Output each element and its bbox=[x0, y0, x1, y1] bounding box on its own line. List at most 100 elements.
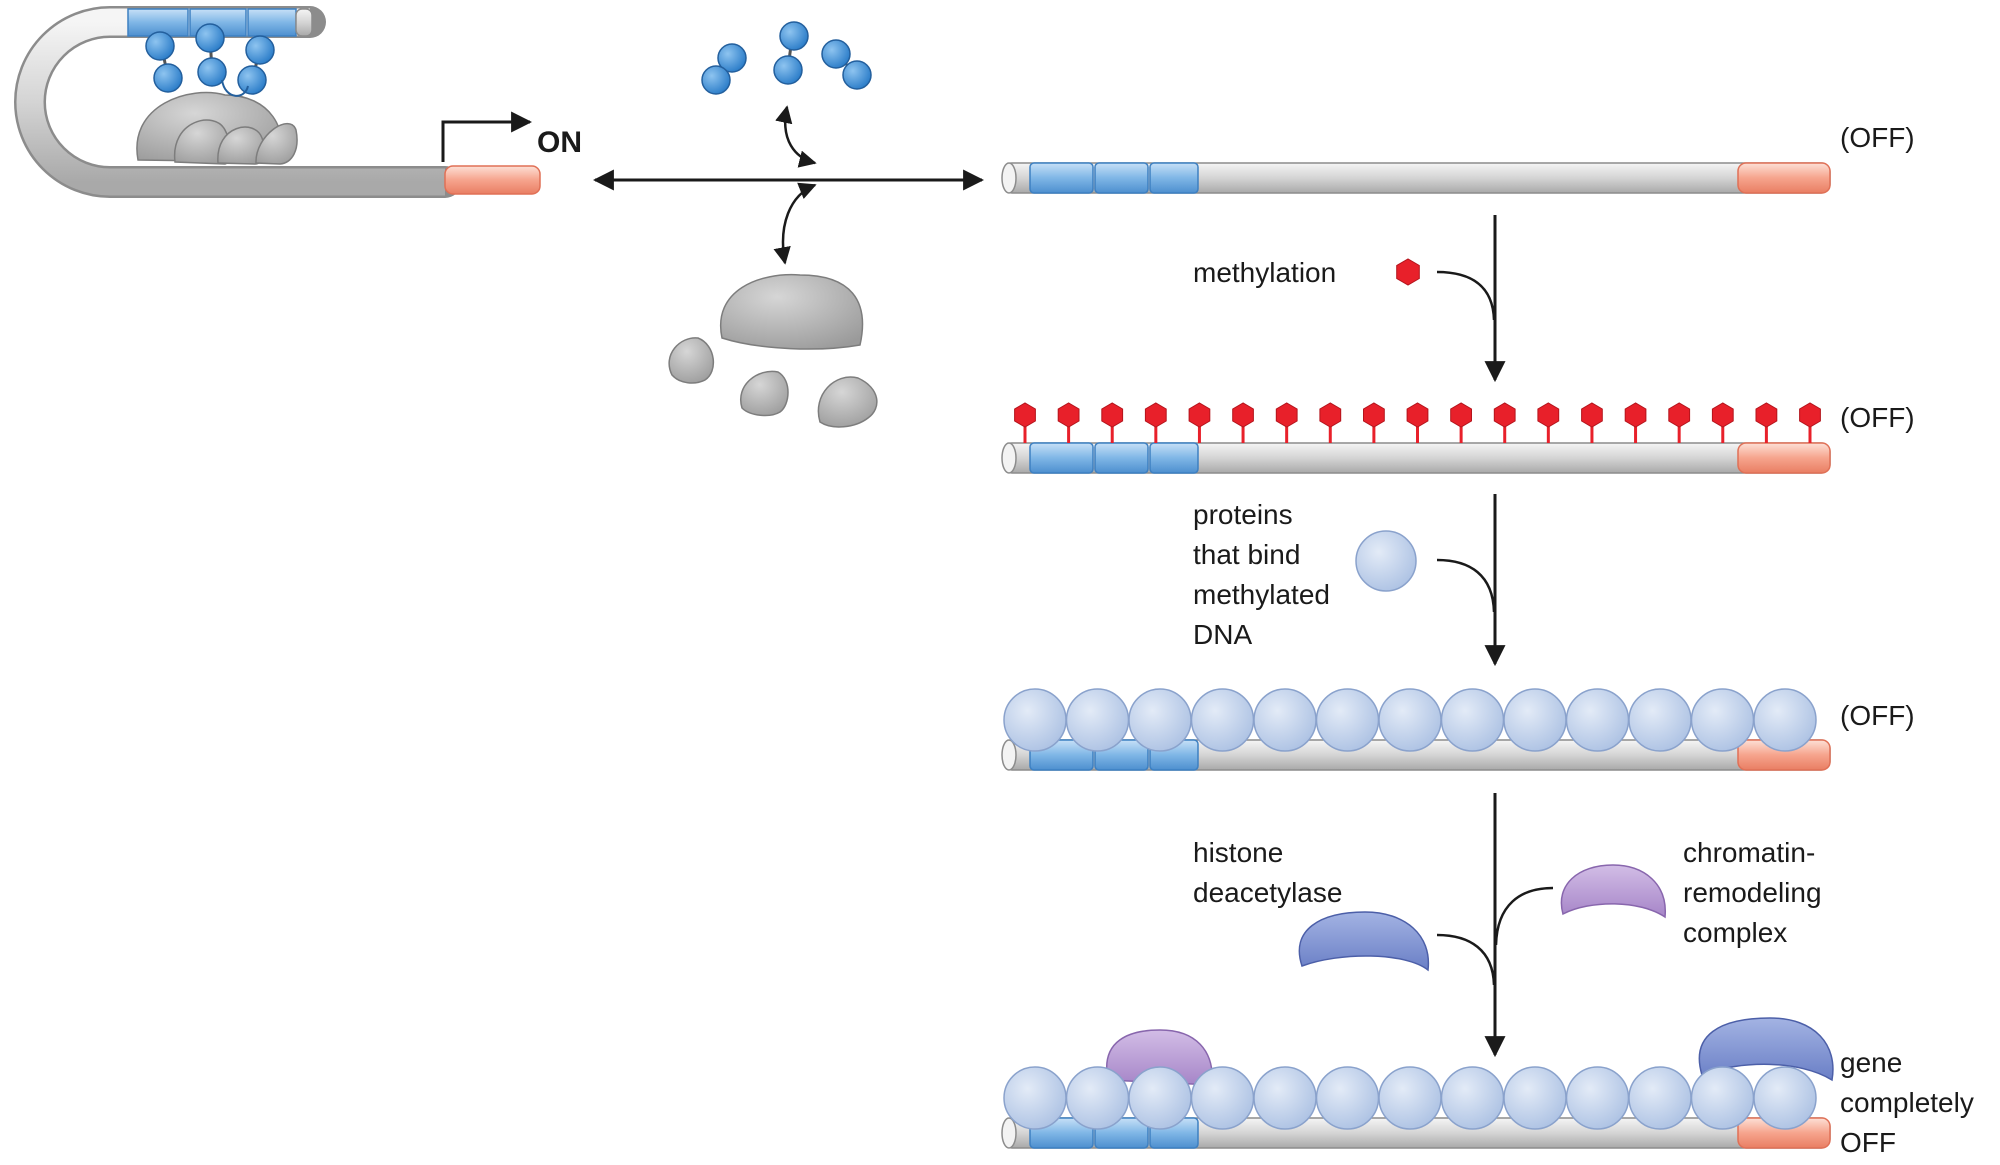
bound-protein bbox=[1378, 688, 1442, 752]
off-label-2: (OFF) bbox=[1840, 402, 1915, 433]
bound-remodeler bbox=[1105, 1029, 1213, 1086]
methyl-group bbox=[1101, 402, 1124, 428]
methyl-group bbox=[1275, 402, 1298, 428]
methyl-group bbox=[1668, 402, 1691, 428]
remodeler-input-curve bbox=[1494, 886, 1554, 946]
bound-protein bbox=[1565, 1066, 1630, 1130]
bound-proteins-final bbox=[1003, 1066, 1817, 1130]
bound-protein bbox=[1190, 1066, 1255, 1130]
bound-protein bbox=[1690, 688, 1755, 752]
free-machinery bbox=[668, 273, 878, 428]
methyl-group bbox=[1799, 402, 1821, 428]
bound-protein bbox=[1690, 1066, 1755, 1130]
final-label-line-2: completely bbox=[1840, 1087, 1974, 1118]
methyl-group bbox=[1319, 402, 1342, 428]
methyl-group bbox=[1581, 402, 1603, 428]
remodeler-label-line-1: chromatin- bbox=[1683, 837, 1815, 868]
promoter-region bbox=[1737, 162, 1831, 194]
bound-protein bbox=[1503, 1066, 1567, 1130]
hdac-icon bbox=[1298, 911, 1430, 972]
methyl-group bbox=[1363, 402, 1385, 428]
enhancer-block bbox=[1029, 162, 1094, 194]
binding-label-line-3: methylated bbox=[1193, 579, 1330, 610]
final-state-label: gene completely OFF bbox=[1840, 1047, 1974, 1158]
promoter-region bbox=[444, 165, 541, 195]
methyl-group bbox=[1624, 402, 1647, 428]
enhancer-block bbox=[1029, 442, 1094, 474]
dna-strand-1 bbox=[1001, 162, 1831, 194]
binding-label-line-2: that bind bbox=[1193, 539, 1300, 570]
methyl-group bbox=[1144, 402, 1167, 428]
bound-proteins bbox=[1003, 688, 1817, 752]
enhancer-block bbox=[1149, 162, 1199, 194]
bound-protein bbox=[1753, 1066, 1817, 1130]
transcription-machinery bbox=[136, 91, 298, 165]
bound-protein bbox=[1190, 688, 1255, 752]
active-gene-complex: ON bbox=[14, 6, 582, 198]
methyl-group bbox=[1014, 402, 1036, 428]
off-label-3: (OFF) bbox=[1840, 700, 1915, 731]
methyl-group bbox=[1450, 402, 1472, 428]
silencing-cascade bbox=[1001, 162, 1834, 1149]
off-label-1: (OFF) bbox=[1840, 122, 1915, 153]
binding-proteins-label: proteins that bind methylated DNA bbox=[1193, 499, 1330, 650]
bound-protein bbox=[1378, 1066, 1442, 1130]
hdac-label-line-2: deacetylase bbox=[1193, 877, 1342, 908]
bound-protein bbox=[1503, 688, 1567, 752]
bound-protein bbox=[1253, 1066, 1317, 1130]
equilibrium bbox=[592, 21, 985, 428]
bound-protein bbox=[1003, 688, 1067, 752]
bound-protein bbox=[1128, 688, 1192, 752]
methylation-label: methylation bbox=[1193, 257, 1336, 288]
bound-protein bbox=[1440, 1066, 1505, 1130]
machinery-exchange-arrow bbox=[773, 182, 817, 265]
hdac-input-curve bbox=[1436, 933, 1496, 986]
activator-exchange-arrow bbox=[775, 105, 817, 168]
bound-protein bbox=[1003, 1066, 1067, 1130]
enhancer-block bbox=[1149, 442, 1199, 474]
methyl-group bbox=[1493, 402, 1516, 428]
bound-protein bbox=[1565, 688, 1630, 752]
hdac-label-line-1: histone bbox=[1193, 837, 1283, 868]
methyl-group bbox=[1537, 402, 1560, 428]
remodeler-label-line-3: complex bbox=[1683, 917, 1787, 948]
remodeler-label-line-2: remodeling bbox=[1683, 877, 1822, 908]
remodeler-icon bbox=[1560, 864, 1666, 919]
promoter-region bbox=[1737, 442, 1831, 474]
methyl-groups bbox=[1014, 402, 1821, 443]
methyl-group bbox=[1755, 402, 1778, 428]
methyl-group bbox=[1188, 402, 1211, 428]
binding-protein-icon bbox=[1355, 530, 1417, 592]
remodeler-label: chromatin- remodeling complex bbox=[1683, 837, 1822, 948]
bound-protein bbox=[1628, 1066, 1692, 1130]
bound-protein bbox=[1065, 1066, 1130, 1130]
methyl-group-icon bbox=[1396, 258, 1420, 286]
on-label: ON bbox=[537, 126, 582, 159]
enhancer-block bbox=[1094, 162, 1149, 194]
bound-protein bbox=[1753, 688, 1817, 752]
dna-end bbox=[1001, 442, 1017, 474]
bound-protein bbox=[1128, 1066, 1192, 1130]
methyl-group bbox=[1057, 402, 1080, 428]
transcription-start-arrow bbox=[441, 111, 533, 162]
bound-protein bbox=[1440, 688, 1505, 752]
bound-activators bbox=[145, 23, 275, 97]
dna-strand-2 bbox=[1001, 442, 1831, 474]
bound-protein bbox=[1628, 688, 1692, 752]
final-label-line-3: OFF bbox=[1840, 1127, 1896, 1158]
binding-input-curve bbox=[1436, 558, 1496, 613]
binding-label-line-4: DNA bbox=[1193, 619, 1252, 650]
dna-end bbox=[1001, 739, 1017, 771]
methyl-group bbox=[1232, 402, 1254, 428]
final-label-line-1: gene bbox=[1840, 1047, 1902, 1078]
methyl-group bbox=[1711, 402, 1734, 428]
free-activators bbox=[701, 21, 872, 95]
dna-end bbox=[1001, 162, 1017, 194]
enhancer-block bbox=[1094, 442, 1149, 474]
bound-hdac bbox=[1698, 1017, 1834, 1082]
dna-end bbox=[1001, 1117, 1017, 1149]
methyl-input-curve bbox=[1436, 270, 1496, 321]
bound-protein bbox=[1253, 688, 1317, 752]
